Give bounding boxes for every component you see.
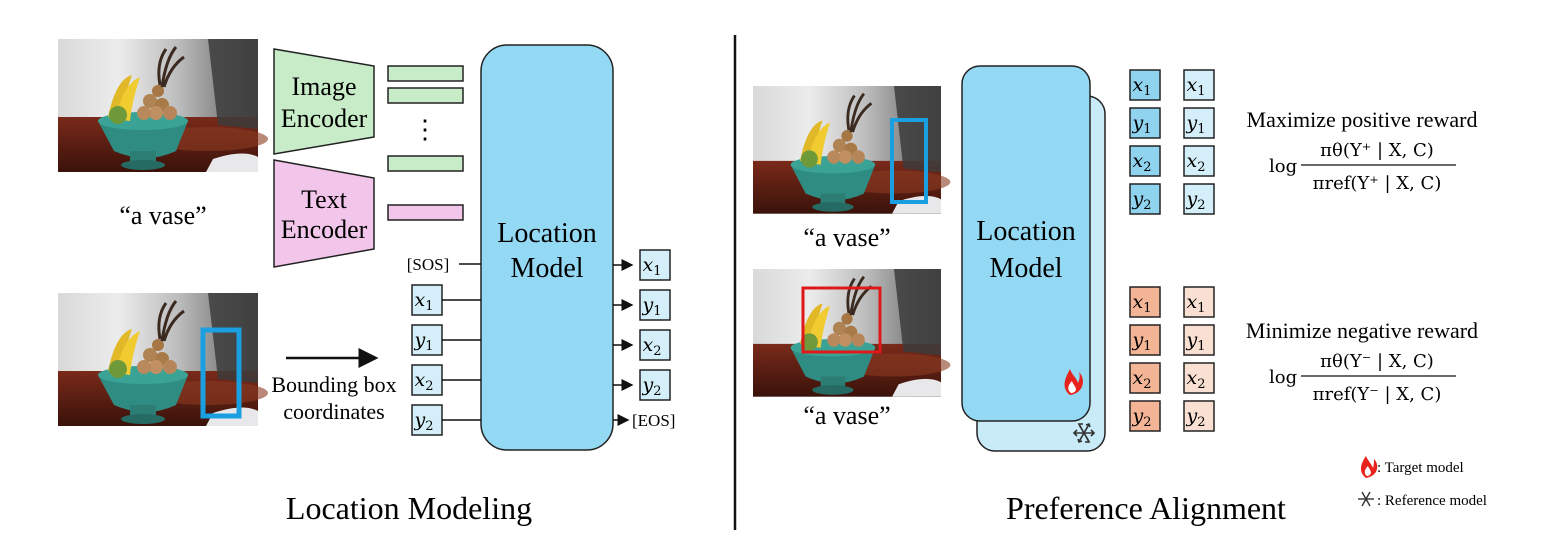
positive-token-target: y2 <box>1129 183 1161 215</box>
negative-reward-heading: Minimize negative reward <box>1246 318 1478 343</box>
output-token: x2 <box>639 329 671 361</box>
negative-token-reference: y1 <box>1183 324 1215 356</box>
image-embedding-bar <box>387 65 464 82</box>
svg-text:x1: x1 <box>1187 74 1206 99</box>
svg-text:Location: Location <box>497 218 597 249</box>
svg-text:y2: y2 <box>641 374 661 399</box>
svg-text:x2: x2 <box>1133 150 1152 175</box>
svg-text:y1: y1 <box>1131 329 1151 354</box>
negative-token-reference: y2 <box>1183 400 1215 432</box>
svg-text:y1: y1 <box>1131 112 1151 137</box>
bbox-blue <box>890 118 928 204</box>
negative-token-target: y2 <box>1129 400 1161 432</box>
positive-token-reference: y2 <box>1183 183 1215 215</box>
svg-text:Image: Image <box>292 72 357 101</box>
flame-icon <box>1360 456 1378 478</box>
input-token: y2 <box>411 404 443 436</box>
bbox-blue <box>200 327 242 419</box>
snowflake-icon <box>1072 422 1096 444</box>
image-embedding-bar <box>387 87 464 104</box>
svg-text:πref(Y⁺ | X, C): πref(Y⁺ | X, C) <box>1313 173 1442 194</box>
svg-text:x2: x2 <box>643 334 662 359</box>
left-panel-title: Location Modeling <box>286 490 532 526</box>
caption-positive: “a vase” <box>803 223 890 252</box>
image-embedding-bar <box>387 155 464 172</box>
svg-text:x1: x1 <box>643 254 662 279</box>
positive-reward-heading: Maximize positive reward <box>1247 107 1478 132</box>
flame-icon <box>1064 369 1083 395</box>
svg-text:πθ(Y⁻ | X, C): πθ(Y⁻ | X, C) <box>1320 351 1434 372</box>
output-token: y2 <box>639 369 671 401</box>
target-model-card <box>961 65 1091 422</box>
negative-token-target: x2 <box>1129 362 1161 394</box>
negative-token-target: x1 <box>1129 286 1161 318</box>
output-token: x1 <box>639 249 671 281</box>
negative-token-target: y1 <box>1129 324 1161 356</box>
svg-text:: Target model: : Target model <box>1377 460 1464 476</box>
positive-token-target: x1 <box>1129 69 1161 101</box>
legend-target: : Target model <box>1360 456 1464 478</box>
positive-token-target: x2 <box>1129 145 1161 177</box>
svg-text:log: log <box>1269 156 1297 177</box>
input-token: y1 <box>411 324 443 356</box>
svg-text:x1: x1 <box>1187 291 1206 316</box>
caption-top: “a vase” <box>119 201 206 230</box>
svg-text:Model: Model <box>510 253 583 284</box>
positive-token-target: y1 <box>1129 107 1161 139</box>
svg-text:x2: x2 <box>1133 367 1152 392</box>
positive-reward-formula: log πθ(Y⁺ | X, C) πref(Y⁺ | X, C) <box>1269 140 1456 194</box>
output-token: y1 <box>639 289 671 321</box>
svg-text:y2: y2 <box>1185 188 1205 213</box>
svg-text:Bounding box: Bounding box <box>271 372 396 397</box>
negative-token-reference: x1 <box>1183 286 1215 318</box>
negative-token-reference: x2 <box>1183 362 1215 394</box>
input-token: x2 <box>411 364 443 396</box>
svg-text:πθ(Y⁺ | X, C): πθ(Y⁺ | X, C) <box>1320 140 1434 161</box>
svg-text:y2: y2 <box>1131 188 1151 213</box>
positive-token-reference: y1 <box>1183 107 1215 139</box>
location-model-left <box>480 44 614 451</box>
svg-text:x1: x1 <box>1133 291 1152 316</box>
positive-token-reference: x2 <box>1183 145 1215 177</box>
vertical-ellipsis: ⋮ <box>412 115 438 144</box>
text-encoder: Text Encoder <box>273 159 375 268</box>
svg-text:Encoder: Encoder <box>281 104 368 133</box>
svg-text:y2: y2 <box>1185 405 1205 430</box>
svg-text:Encoder: Encoder <box>281 215 368 244</box>
svg-text:x2: x2 <box>1187 150 1206 175</box>
image-encoder: Image Encoder <box>273 48 375 155</box>
svg-text:Text: Text <box>301 185 348 214</box>
svg-text:x1: x1 <box>1133 74 1152 99</box>
legend-reference: : Reference model <box>1358 491 1487 509</box>
positive-token-reference: x1 <box>1183 69 1215 101</box>
svg-text:y1: y1 <box>1185 329 1205 354</box>
svg-text:x2: x2 <box>1187 367 1206 392</box>
svg-text:Model: Model <box>989 253 1062 284</box>
input-photo-bottom <box>56 291 270 428</box>
sos-token: [SOS] <box>407 255 450 274</box>
negative-photo <box>751 267 952 399</box>
svg-text:y2: y2 <box>413 409 433 434</box>
svg-text:πref(Y⁻ | X, C): πref(Y⁻ | X, C) <box>1313 384 1442 405</box>
svg-text:Location: Location <box>976 216 1076 247</box>
positive-photo <box>751 84 952 216</box>
input-photo-top <box>56 37 270 174</box>
svg-text:log: log <box>1269 367 1297 388</box>
svg-text:y1: y1 <box>1185 112 1205 137</box>
svg-text:y2: y2 <box>1131 405 1151 430</box>
caption-negative: “a vase” <box>803 401 890 430</box>
right-panel-title: Preference Alignment <box>1006 490 1286 526</box>
snowflake-icon <box>1358 491 1374 507</box>
svg-text:y1: y1 <box>413 329 433 354</box>
eos-token: [EOS] <box>632 411 675 430</box>
svg-text:: Reference model: : Reference model <box>1377 493 1487 509</box>
svg-text:coordinates: coordinates <box>283 399 384 424</box>
bbox-red <box>801 286 882 354</box>
svg-text:x2: x2 <box>415 369 434 394</box>
svg-text:x1: x1 <box>415 289 434 314</box>
input-token: x1 <box>411 284 443 316</box>
negative-reward-formula: log πθ(Y⁻ | X, C) πref(Y⁻ | X, C) <box>1269 351 1456 405</box>
text-embedding-bar <box>387 204 464 221</box>
svg-text:y1: y1 <box>641 294 661 319</box>
